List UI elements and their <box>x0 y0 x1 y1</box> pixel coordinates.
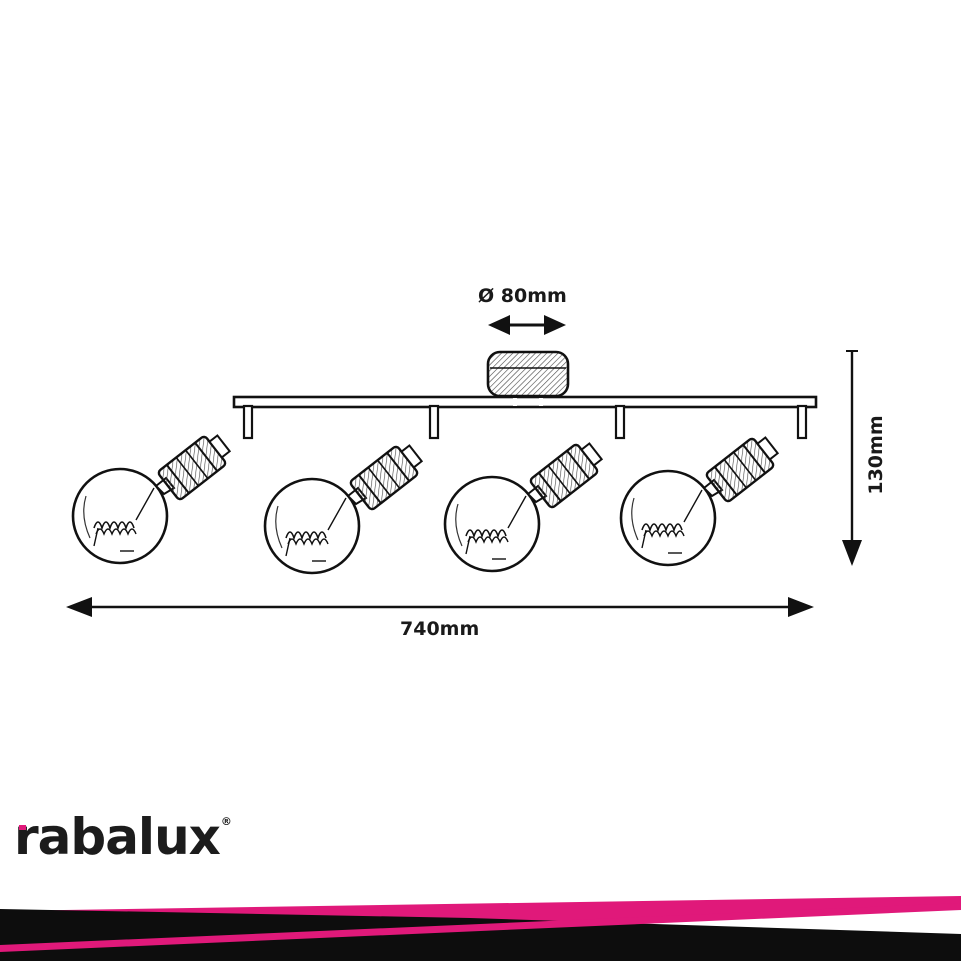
dark-stripe <box>0 909 961 961</box>
stem-4 <box>796 404 808 440</box>
width-label: 740mm <box>400 618 480 640</box>
diameter-label: Ø 80mm <box>478 285 567 307</box>
registered-mark: ® <box>220 815 232 828</box>
spotlight-2 <box>263 437 428 575</box>
spotlight-1 <box>71 427 236 565</box>
brand-name: rabalux <box>14 808 221 866</box>
height-arrow <box>842 350 862 566</box>
brand-stripes <box>0 896 961 961</box>
diameter-arrow <box>488 315 566 335</box>
logo-accent-dot <box>19 825 26 830</box>
ceiling-canopy <box>486 350 570 398</box>
brand-wordmark: rabalux <box>14 812 221 862</box>
height-label: 130mm <box>865 415 887 495</box>
stem-1 <box>242 404 254 440</box>
stem-2 <box>428 404 440 440</box>
stem-3 <box>614 404 626 440</box>
spotlight-3 <box>443 435 608 573</box>
spotlight-4 <box>619 429 784 567</box>
brand-logo: rabalux ® <box>14 812 232 862</box>
width-arrow <box>66 597 814 617</box>
mounting-bar <box>232 395 818 440</box>
